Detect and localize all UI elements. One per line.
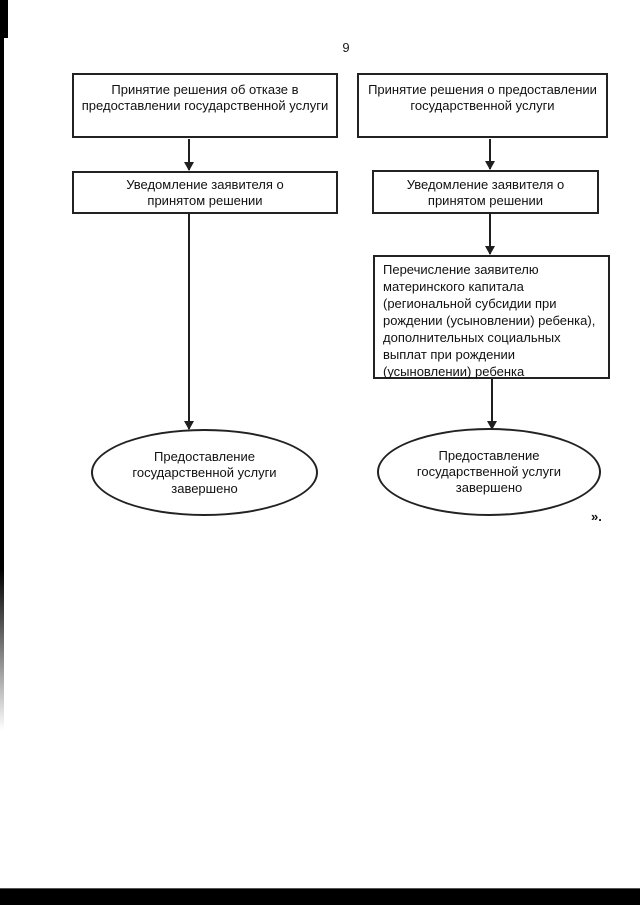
terminal-right-service-completed-label: Предоставление государственной услуги за… bbox=[416, 448, 562, 495]
scan-artifact-left-edge-top bbox=[0, 0, 8, 38]
flow-box-grant-decision-label: Принятие решения о предоставлении госуда… bbox=[368, 82, 597, 113]
flow-box-transfer-maternity-capital: Перечисление заявителю материнского капи… bbox=[373, 255, 610, 379]
flow-box-right-notify-applicant: Уведомление заявителя о принятом решении bbox=[372, 170, 599, 214]
flow-box-refusal-decision: Принятие решения об отказе в предоставле… bbox=[72, 73, 338, 138]
arrow-right-3-icon bbox=[491, 379, 493, 429]
scan-artifact-left-edge bbox=[0, 0, 4, 730]
terminal-right-service-completed: Предоставление государственной услуги за… bbox=[377, 428, 601, 516]
flow-box-right-notify-applicant-label: Уведомление заявителя о принятом решении bbox=[406, 177, 565, 208]
closing-quote-mark: ». bbox=[591, 509, 602, 524]
arrow-right-1-icon bbox=[489, 139, 491, 169]
scan-artifact-bottom-bar bbox=[0, 888, 640, 905]
arrow-left-2-icon bbox=[188, 214, 190, 429]
arrow-left-1-icon bbox=[188, 139, 190, 170]
terminal-left-service-completed-label: Предоставление государственной услуги за… bbox=[132, 448, 277, 496]
flow-box-transfer-maternity-capital-label: Перечисление заявителю материнского капи… bbox=[383, 262, 596, 379]
flow-box-left-notify-applicant-label: Уведомление заявителя о принятом решении bbox=[126, 177, 284, 208]
arrow-right-2-icon bbox=[489, 213, 491, 254]
flow-box-refusal-decision-label: Принятие решения об отказе в предоставле… bbox=[81, 82, 329, 113]
page-number: 9 bbox=[342, 40, 350, 55]
terminal-left-service-completed: Предоставление государственной услуги за… bbox=[91, 429, 318, 516]
flow-box-left-notify-applicant: Уведомление заявителя о принятом решении bbox=[72, 171, 338, 214]
flow-box-grant-decision: Принятие решения о предоставлении госуда… bbox=[357, 73, 608, 138]
